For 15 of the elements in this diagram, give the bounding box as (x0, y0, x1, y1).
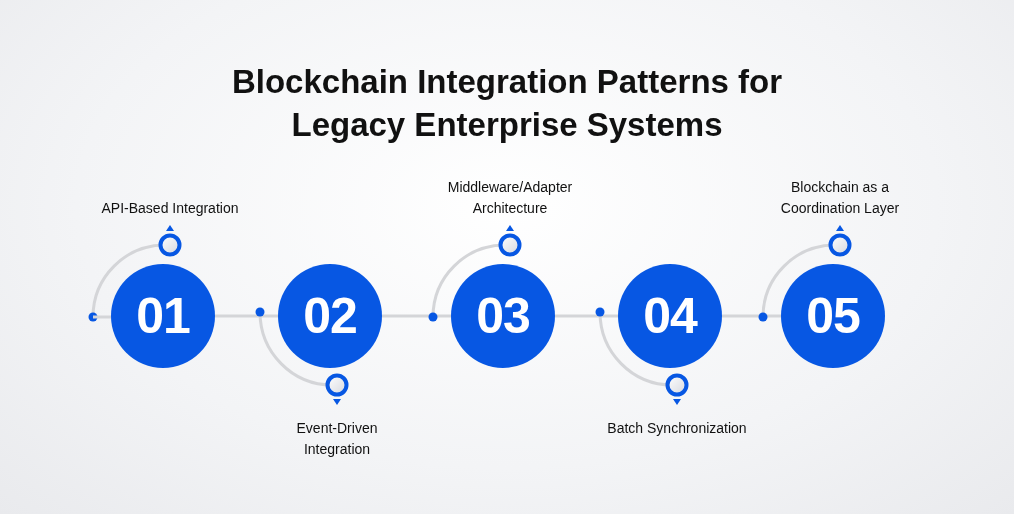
step-label: API-Based Integration (100, 199, 240, 218)
step-label: Blockchain as a Coordination Layer (779, 178, 901, 218)
step-number: 01 (136, 287, 190, 345)
connector-line (382, 314, 451, 318)
connector-line (215, 314, 278, 318)
connector-line (722, 314, 781, 318)
title: Blockchain Integration Patterns for Legacy Enterprise Systems (230, 62, 784, 145)
step-label: Event-Driven Integration (295, 419, 379, 459)
step-number: 03 (476, 287, 530, 345)
connector-line (555, 314, 618, 318)
step-label: Middleware/Adapter Architecture (446, 178, 574, 218)
step-label: Batch Synchronization (607, 419, 747, 438)
step-number: 02 (303, 287, 357, 345)
step-number: 04 (643, 287, 697, 345)
step-number: 05 (806, 287, 860, 345)
